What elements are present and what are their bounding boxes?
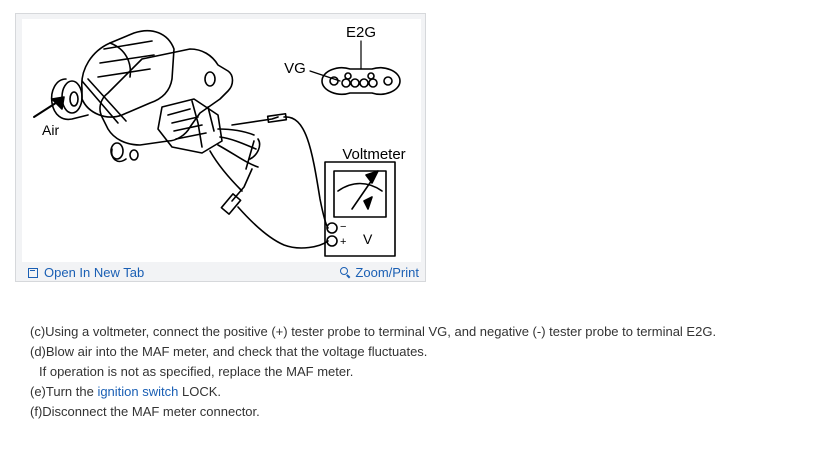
zoom-icon xyxy=(340,267,351,278)
test-probes xyxy=(220,112,288,215)
open-in-new-tab-label: Open In New Tab xyxy=(44,265,145,280)
open-new-tab-icon xyxy=(28,267,38,278)
open-in-new-tab-link[interactable]: Open In New Tab xyxy=(28,265,144,280)
maf-meter-diagram: E2G VG Air Voltmeter V − + xyxy=(22,19,421,262)
voltmeter xyxy=(324,161,396,257)
ignition-switch-link[interactable]: ignition switch xyxy=(97,384,179,399)
step-e-prefix: (e)Turn the xyxy=(30,384,98,399)
step-d-note: If operation is not as specified, replac… xyxy=(39,364,354,379)
figure-card: E2G VG Air Voltmeter V − + Open In New T… xyxy=(15,13,426,282)
step-d: (d)Blow air into the MAF meter, and chec… xyxy=(30,344,428,359)
zoom-print-label: Zoom/Print xyxy=(355,265,419,280)
maf-meter-body xyxy=(50,29,259,192)
label-plus: + xyxy=(340,236,346,248)
air-arrow xyxy=(33,96,65,118)
label-voltmeter: Voltmeter xyxy=(342,146,405,163)
step-f: (f)Disconnect the MAF meter connector. xyxy=(30,404,260,419)
connector-e2g xyxy=(309,40,401,96)
label-minus: − xyxy=(340,221,346,233)
lead-wires xyxy=(237,116,329,249)
procedure-steps: (c)Using a voltmeter, connect the positi… xyxy=(30,322,716,422)
step-c: (c)Using a voltmeter, connect the positi… xyxy=(30,324,717,339)
step-e: (e)Turn the ignition switch LOCK. xyxy=(30,382,716,402)
label-e2g: E2G xyxy=(346,24,376,41)
label-air: Air xyxy=(42,122,59,138)
diagram-svg: E2G VG Air Voltmeter V − + xyxy=(33,24,406,257)
label-volts: V xyxy=(363,231,373,247)
figure-footer: Open In New Tab Zoom/Print xyxy=(16,262,425,282)
zoom-print-link[interactable]: Zoom/Print xyxy=(340,265,419,280)
step-e-suffix: LOCK. xyxy=(178,384,221,399)
label-vg: VG xyxy=(284,60,306,77)
